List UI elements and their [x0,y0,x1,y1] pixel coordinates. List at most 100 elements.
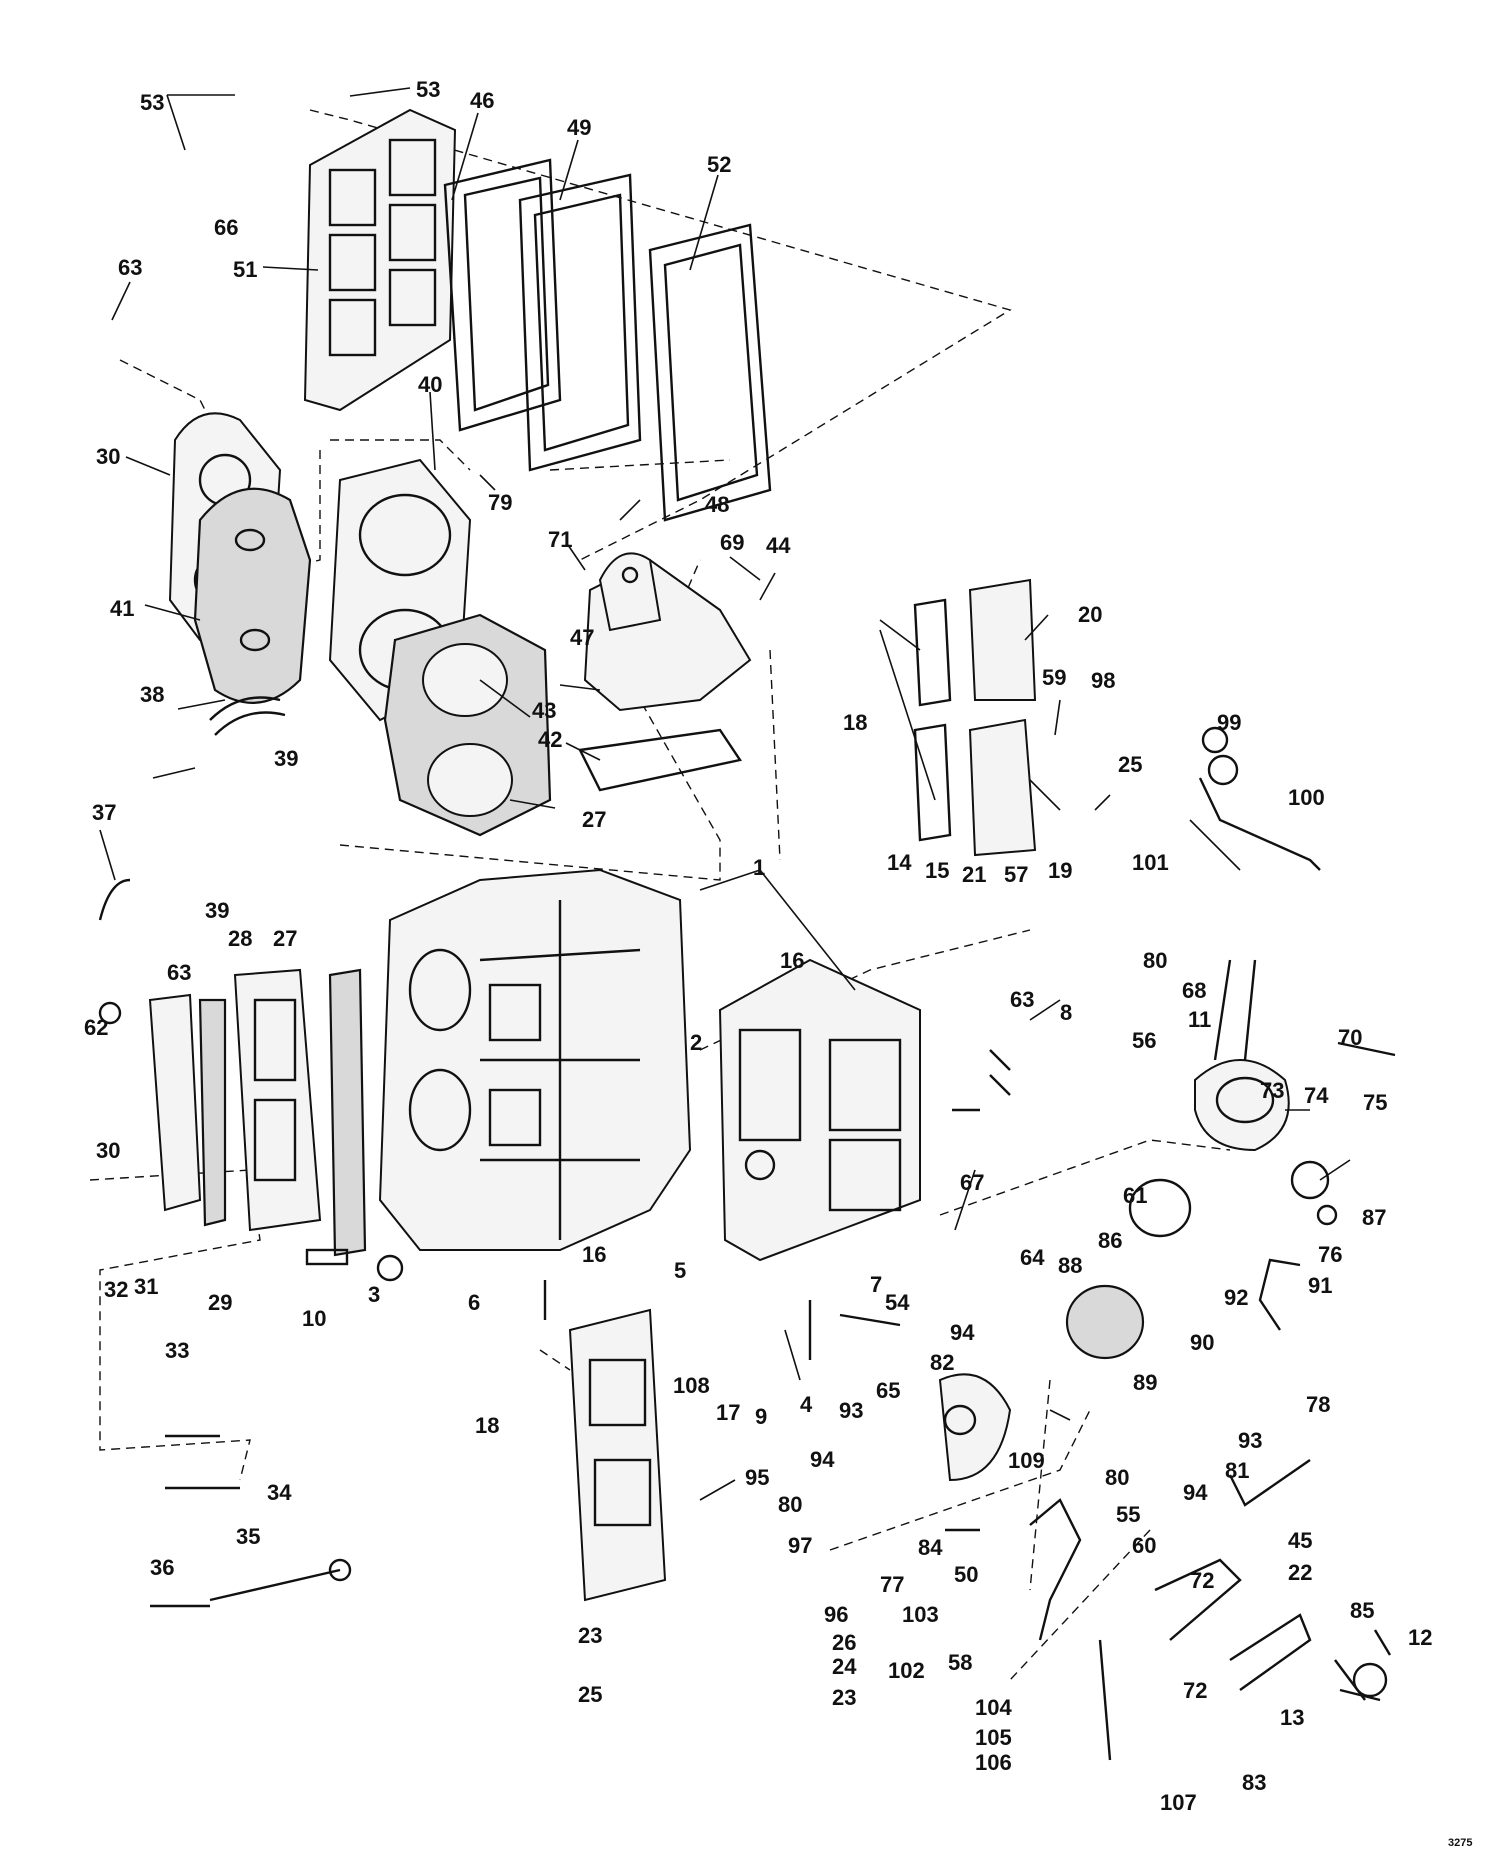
callout-25b: 25 [578,1682,602,1707]
callout-77: 77 [880,1572,904,1597]
callout-49: 49 [567,115,591,140]
head-gasket [193,487,312,704]
crankcase [378,868,692,1251]
callout-86: 86 [1098,1228,1122,1253]
callout-38: 38 [140,682,164,707]
callout-34: 34 [267,1480,292,1505]
callout-92: 92 [1224,1285,1248,1310]
callout-10: 10 [302,1306,326,1331]
callout-43: 43 [532,698,556,723]
callout-4: 4 [800,1392,813,1417]
callout-94b: 94 [810,1447,835,1472]
callout-20: 20 [1078,602,1102,627]
callout-39b: 39 [205,898,229,923]
callout-23b: 23 [832,1685,856,1710]
callout-81: 81 [1225,1458,1249,1483]
callout-80b: 80 [1105,1465,1129,1490]
callout-55: 55 [1116,1502,1140,1527]
callout-84: 84 [918,1535,943,1560]
callout-72b: 72 [1183,1678,1207,1703]
callout-69: 69 [720,530,744,555]
callout-50: 50 [954,1562,978,1587]
callout-53b: 53 [416,77,440,102]
callout-67: 67 [960,1170,984,1195]
callout-61: 61 [1123,1183,1147,1208]
callout-63a: 63 [118,255,142,280]
callout-1: 1 [753,855,765,880]
callout-9: 9 [755,1404,767,1429]
callout-2: 2 [690,1030,702,1055]
callout-52: 52 [707,152,731,177]
callout-12: 12 [1408,1625,1432,1650]
callout-90: 90 [1190,1330,1214,1355]
drawing-code: 3275 [1448,1837,1472,1849]
callout-96: 96 [824,1602,848,1627]
callout-59: 59 [1042,665,1066,690]
callout-82: 82 [930,1350,954,1375]
callout-6: 6 [468,1290,480,1315]
callout-95: 95 [745,1465,769,1490]
callout-7: 7 [870,1272,882,1297]
callout-107: 107 [1160,1790,1197,1815]
callout-27a: 27 [582,807,606,832]
callout-44: 44 [766,533,791,558]
exhaust-cover-plate [303,108,457,412]
callout-13: 13 [1280,1705,1304,1730]
callout-64: 64 [1020,1245,1045,1270]
callout-101: 101 [1132,850,1169,875]
callout-31: 31 [134,1274,158,1299]
callout-97: 97 [788,1533,812,1558]
callout-41: 41 [110,596,134,621]
callout-102: 102 [888,1658,925,1683]
callout-73: 73 [1260,1078,1284,1103]
callout-19: 19 [1048,858,1072,883]
callout-29: 29 [208,1290,232,1315]
callout-98: 98 [1091,668,1115,693]
callout-94a: 94 [950,1320,975,1345]
callout-58: 58 [948,1650,972,1675]
callout-63c: 63 [1010,987,1034,1012]
callout-63b: 63 [167,960,191,985]
callout-62: 62 [84,1015,108,1040]
callout-80a: 80 [1143,948,1167,973]
callout-54: 54 [885,1290,910,1315]
callout-32: 32 [104,1277,128,1302]
callout-65: 65 [876,1378,900,1403]
callout-47: 47 [570,625,594,650]
callout-74: 74 [1304,1083,1329,1108]
callout-46: 46 [470,88,494,113]
callout-51: 51 [233,257,257,282]
callout-27b: 27 [273,926,297,951]
callout-5: 5 [674,1258,686,1283]
callout-53a: 53 [140,90,164,115]
callout-45: 45 [1288,1528,1312,1553]
callout-100: 100 [1288,785,1325,810]
throttle-linkage [938,959,1388,1761]
callout-labels: 53 53 46 49 52 66 51 63 30 40 79 48 71 6… [84,77,1432,1815]
callout-80c: 80 [778,1492,802,1517]
callout-24: 24 [832,1654,857,1679]
callout-35: 35 [236,1524,260,1549]
callout-103: 103 [902,1602,939,1627]
callout-105: 105 [975,1725,1012,1750]
callout-78: 78 [1306,1392,1330,1417]
callout-87: 87 [1362,1205,1386,1230]
callout-108: 108 [673,1373,710,1398]
callout-91: 91 [1308,1273,1332,1298]
callout-109: 109 [1008,1448,1045,1473]
callout-16a: 16 [780,948,804,973]
callout-89: 89 [1133,1370,1157,1395]
callout-42: 42 [538,727,562,752]
callout-48: 48 [705,492,729,517]
callout-40: 40 [418,372,442,397]
intake-manifold [578,552,752,792]
callout-15: 15 [925,858,949,883]
hardware [98,696,1396,1701]
callout-104: 104 [975,1695,1012,1720]
callout-30b: 30 [96,1138,120,1163]
callout-18b: 18 [475,1413,499,1438]
callout-60: 60 [1132,1533,1156,1558]
callout-106: 106 [975,1750,1012,1775]
callout-22: 22 [1288,1560,1312,1585]
